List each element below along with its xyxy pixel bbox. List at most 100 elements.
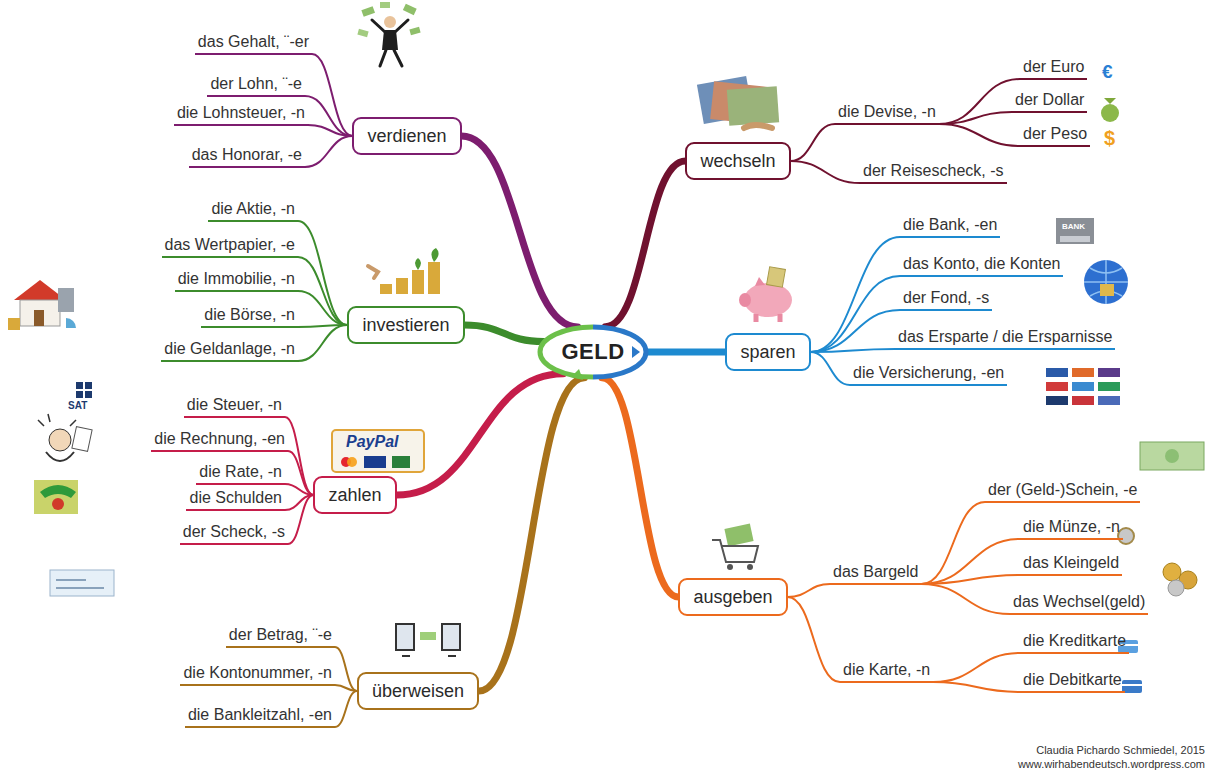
sub-branch	[939, 79, 1020, 124]
node-text: das Gehalt, ¨-er	[198, 32, 309, 51]
term-leaf: das Wechsel(geld)	[1010, 592, 1148, 615]
cycle-arrow	[571, 369, 583, 380]
node-text: die Immobilie, -n	[178, 269, 295, 288]
hands	[744, 125, 772, 128]
ellipse-fill	[540, 327, 646, 377]
term-leaf: das Ersparte / die Ersparnisse	[895, 327, 1115, 350]
sub-branch	[791, 161, 860, 183]
node-text: das Honorar, -e	[192, 145, 302, 164]
node-text: die Lohnsteuer, -n	[177, 103, 305, 122]
term-leaf: der Euro	[1020, 57, 1087, 80]
sign-text: BANK	[1062, 222, 1085, 231]
node-text: der (Geld-)Schein, -e	[988, 480, 1137, 499]
banknote	[724, 523, 753, 546]
globe-lines	[1084, 260, 1128, 304]
banknote	[409, 27, 420, 35]
cheque	[50, 570, 114, 596]
sat-logo	[76, 382, 92, 398]
branch-box: überweisen	[357, 672, 479, 710]
term-leaf: die Bankleitzahl, -en	[185, 705, 335, 728]
sub-branch	[811, 276, 900, 352]
banknote-seal	[1165, 449, 1179, 463]
term-leaf: das Bargeld	[830, 562, 921, 585]
term-leaf: die Kreditkarte	[1020, 631, 1129, 654]
node-text: der Scheck, -s	[183, 522, 285, 541]
logo-text: PayPal	[346, 433, 398, 451]
node-text: der Fond, -s	[903, 288, 989, 307]
term-leaf: der Lohn, ¨-e	[207, 74, 305, 97]
money-bag-icon	[1101, 98, 1119, 122]
cart	[712, 540, 758, 562]
phone-icon	[34, 480, 78, 514]
logo	[1098, 382, 1120, 391]
bank-sign	[1056, 218, 1094, 244]
banknote	[767, 267, 786, 288]
logo-text: SAT	[68, 400, 87, 412]
sub-branch	[933, 653, 1020, 682]
snout	[739, 293, 751, 307]
sub-branch	[811, 310, 900, 352]
node-text: die Rechnung, -en	[154, 429, 285, 448]
term-leaf: die Rate, -n	[196, 462, 285, 485]
pig-body	[744, 283, 792, 317]
node-text: die Münze, -n	[1023, 517, 1120, 536]
node-text: die Kontonummer, -n	[183, 663, 332, 682]
node-text: die Karte, -n	[843, 660, 930, 679]
cart-icon	[712, 523, 758, 570]
node-text: der Lohn, ¨-e	[210, 74, 302, 93]
body	[46, 452, 74, 461]
source-url: www.wirhabendeutsch.wordpress.com	[1018, 758, 1205, 771]
sub-branch	[335, 691, 357, 727]
node-text: überweisen	[372, 680, 464, 702]
insurance-logos-icon	[1046, 368, 1120, 405]
node-text: die Bank, -en	[903, 215, 997, 234]
background	[34, 480, 78, 514]
wheel	[727, 564, 733, 570]
calculator	[58, 288, 74, 312]
sub-branch	[335, 647, 357, 691]
branch-box: sparen	[725, 333, 810, 371]
monitor-stand	[402, 655, 456, 657]
node-text: wechseln	[700, 150, 775, 172]
node-text: das Wechsel(geld)	[1013, 592, 1145, 611]
term-leaf: der Dollar	[1012, 90, 1087, 113]
branch-box: ausgeben	[678, 578, 787, 616]
branch-box: verdienen	[352, 117, 461, 155]
term-leaf: das Gehalt, ¨-er	[195, 32, 312, 55]
bag	[1101, 104, 1119, 122]
node-text: das Wertpapier, -e	[165, 235, 295, 254]
sub-branch	[308, 125, 352, 136]
node-text: das Ersparte / die Ersparnisse	[898, 327, 1112, 346]
sub-branch	[933, 682, 1020, 692]
logo-square	[85, 382, 92, 389]
legs	[380, 50, 402, 66]
term-leaf: der Scheck, -s	[180, 522, 288, 545]
central-ellipse: GELD	[537, 324, 649, 380]
banknote	[403, 4, 417, 15]
node-text: der Dollar	[1015, 90, 1084, 109]
logo	[1098, 368, 1120, 377]
term-leaf: der Betrag, ¨-e	[226, 625, 335, 648]
cycle-arrow	[632, 346, 640, 358]
card-logo	[364, 456, 386, 468]
paypal-card	[332, 430, 424, 472]
coin-stack	[8, 318, 20, 330]
money-man-icon	[357, 2, 420, 66]
coin-icon	[1118, 528, 1134, 544]
node-text: der Reisescheck, -s	[863, 161, 1004, 180]
node-text: das Kleingeld	[1023, 553, 1119, 572]
angry-phone-icon	[38, 414, 92, 461]
sub-branch	[921, 575, 1020, 584]
bag-top	[1104, 98, 1116, 104]
sub-branch	[921, 584, 1010, 614]
currency-symbol: €	[1102, 61, 1113, 83]
node-text: das Konto, die Konten	[903, 254, 1060, 273]
branch-box: investieren	[347, 306, 464, 344]
main-branch	[479, 378, 584, 691]
sub-branch	[788, 597, 840, 682]
sub-branch	[298, 325, 347, 361]
sub-branch	[939, 112, 1012, 124]
house-wall	[20, 300, 60, 326]
arms	[372, 20, 408, 32]
